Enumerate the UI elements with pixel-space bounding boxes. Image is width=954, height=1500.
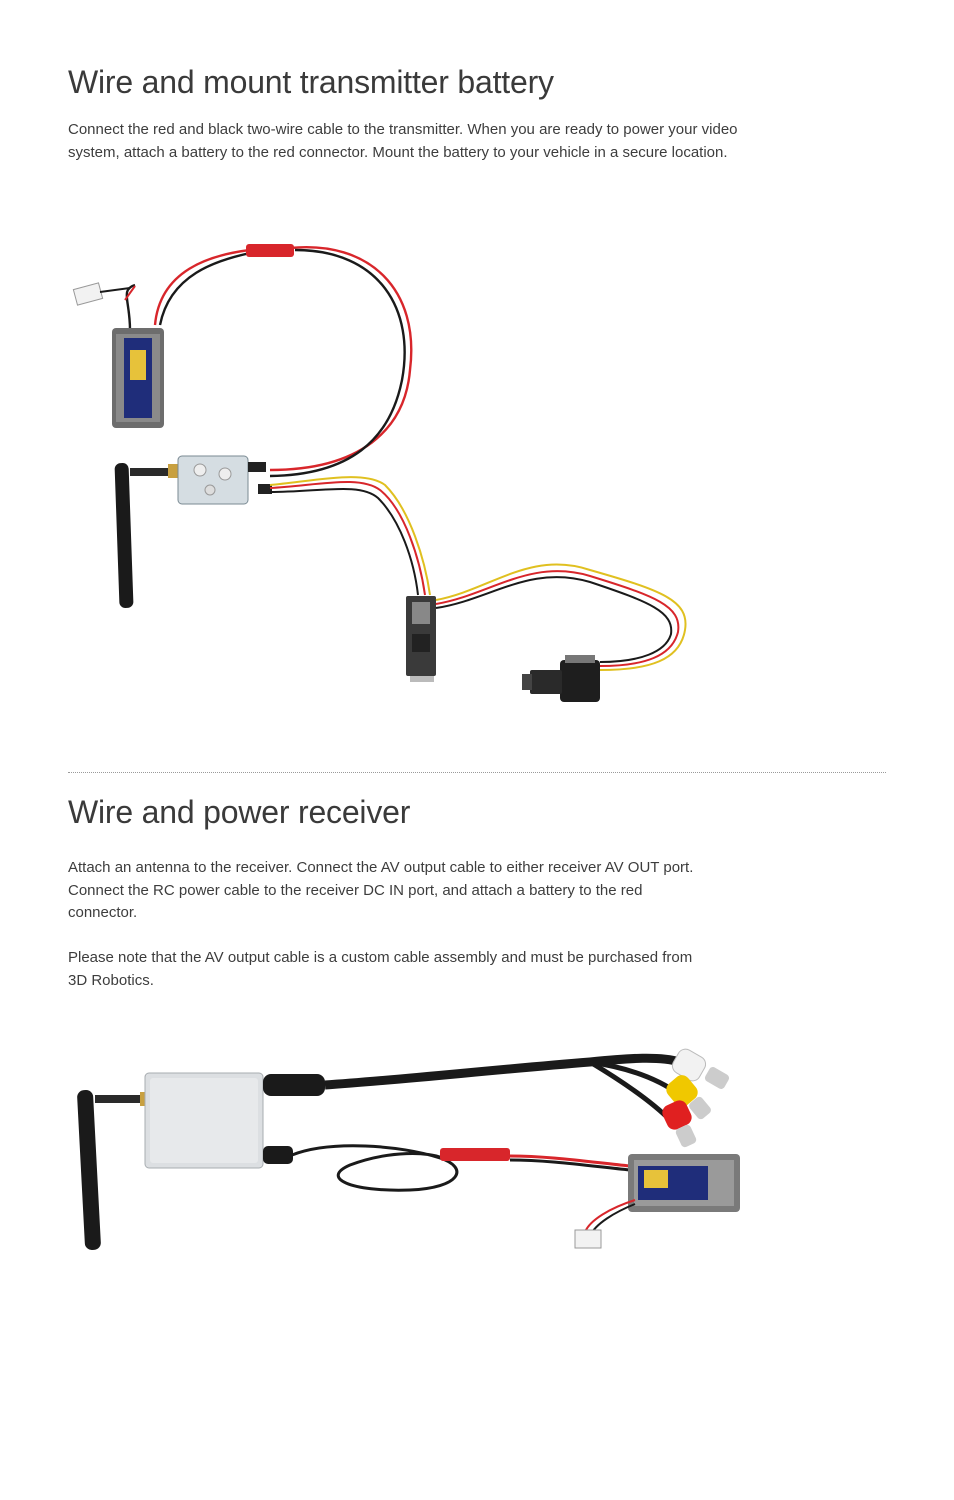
transmitter-wiring-illustration: [72, 244, 687, 702]
receiver-balance-plug: [574, 1199, 636, 1249]
receiver-red-jst-connector: [440, 1148, 510, 1161]
section-divider: [68, 772, 886, 773]
rc-power-cable: [263, 1144, 631, 1192]
red-jst-connector: [246, 244, 294, 257]
osd-wires: [269, 476, 431, 596]
receiver-battery: [628, 1154, 740, 1212]
video-receiver-box: [144, 1072, 264, 1169]
section-body-receiver: Attach an antenna to the receiver. Conne…: [68, 859, 694, 921]
transmitter-battery: [112, 328, 164, 428]
receiver-antenna: [77, 1090, 152, 1250]
balance-plug: [72, 282, 136, 306]
camera-wires: [435, 563, 687, 671]
rca-red-plug: [662, 1100, 692, 1130]
section-note-receiver: Please note that the AV output cable is …: [68, 949, 693, 989]
transmitter-antenna: [114, 463, 182, 608]
rca-yellow-plug: [666, 1075, 698, 1107]
section-body-transmitter: Connect the red and black two-wire cable…: [68, 121, 738, 161]
video-transmitter-board: [177, 455, 272, 505]
av-output-cable: [263, 1053, 682, 1122]
fpv-camera: [522, 655, 600, 702]
battery-power-wires: [125, 245, 413, 478]
rca-plugs: [662, 1048, 730, 1148]
receiver-wiring-illustration: [77, 1048, 740, 1250]
rca-white-plug: [671, 1048, 707, 1082]
section-title-receiver: Wire and power receiver: [68, 794, 411, 830]
osd-board: [406, 596, 436, 682]
section-title-transmitter: Wire and mount transmitter battery: [68, 64, 554, 100]
